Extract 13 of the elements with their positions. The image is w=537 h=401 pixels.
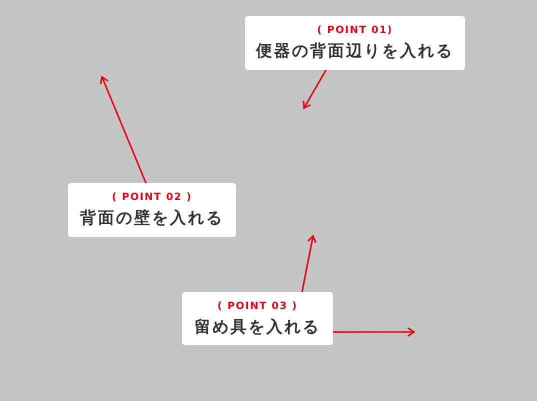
leader-arrow xyxy=(302,70,327,109)
callout-box xyxy=(68,183,236,237)
callout-box xyxy=(245,16,465,70)
leader-arrow xyxy=(333,327,415,337)
point-number: ( POINT 03 ) xyxy=(217,300,298,312)
callout-text: 便器の背面辺りを入れる xyxy=(256,41,454,61)
callout-text: 背面の壁を入れる xyxy=(80,208,224,228)
point-number: ( POINT 02 ) xyxy=(112,192,192,204)
leader-arrow xyxy=(100,76,147,184)
callout-box xyxy=(182,292,333,345)
callout-text: 留め具を入れる xyxy=(194,316,320,336)
leader-arrow xyxy=(301,235,317,292)
point-number: ( POINT 01) xyxy=(317,25,393,37)
